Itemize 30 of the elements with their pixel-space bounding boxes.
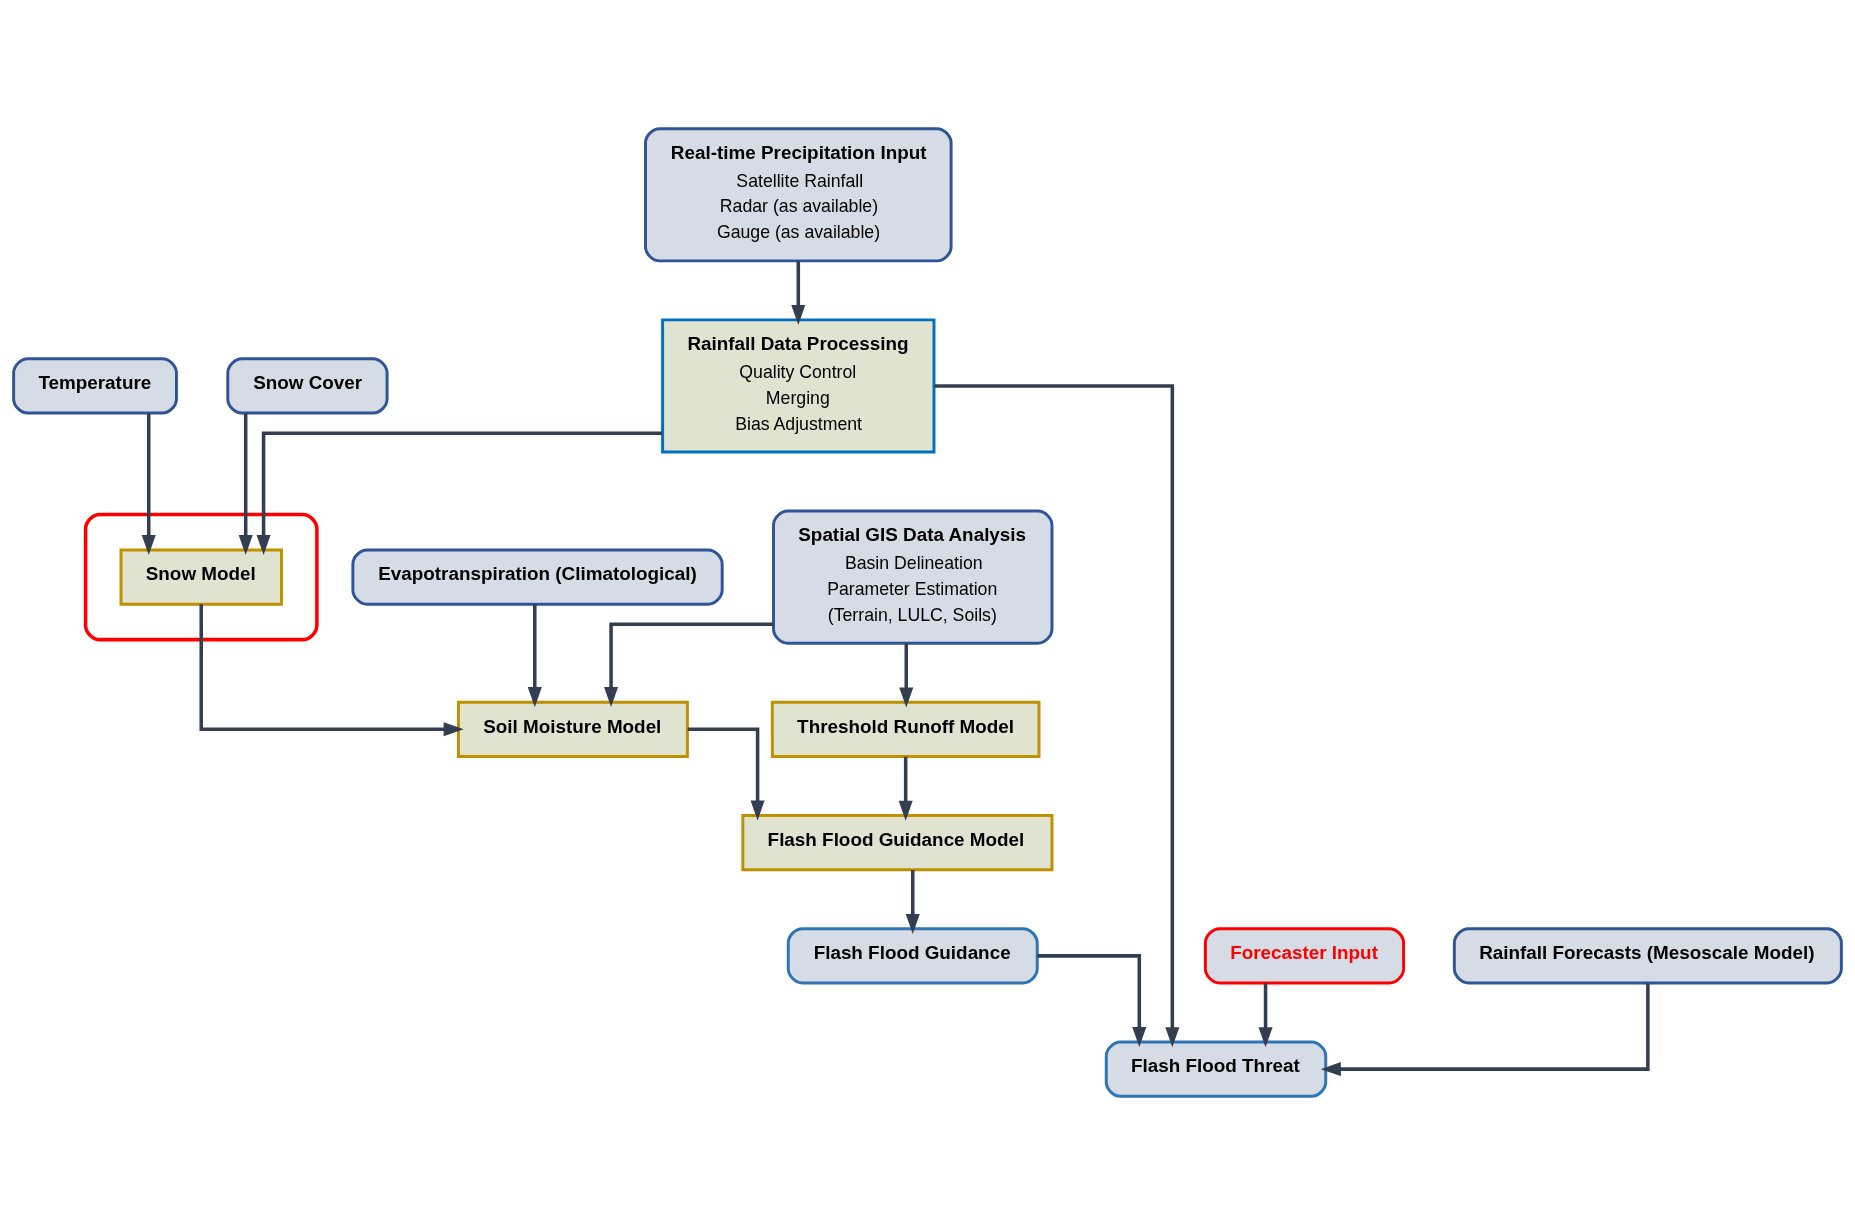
node-box: Forecaster Input: [1203, 927, 1406, 985]
node-box: Flash Flood Guidance: [786, 927, 1039, 985]
node-box: Spatial GIS Data Analysis Basin Delineation Parameter Estimation (Terrain, LULC, Soils): [772, 509, 1054, 645]
node-box: Snow Model: [119, 548, 283, 606]
arrow: [256, 431, 663, 556]
arrow: [905, 870, 920, 935]
arrow: [238, 413, 253, 556]
arrow: [1320, 983, 1650, 1077]
arrow: [687, 727, 765, 821]
cluster: [83, 512, 319, 642]
node-box: Threshold Runoff Model: [770, 700, 1041, 758]
arrow: [1258, 983, 1273, 1048]
arrow: [934, 384, 1180, 1048]
arrow: [791, 261, 806, 326]
node-box: Real-time Precipitation Input Satellite Rainfall Radar (as available) Gauge (as available): [644, 127, 953, 263]
arrow: [898, 756, 913, 821]
node-box: Rainfall Data Processing Quality Control Merging Bias Adjustment: [661, 318, 936, 454]
node-box: Soil Moisture Model: [457, 700, 689, 758]
node-box: Rainfall Forecasts (Mesoscale Model): [1452, 927, 1843, 985]
arrow: [604, 622, 774, 708]
node-box: Flash Flood Guidance Model: [741, 813, 1054, 872]
arrow: [899, 643, 914, 708]
node-box: Flash Flood Threat: [1104, 1040, 1328, 1098]
node-box: Snow Cover: [226, 357, 389, 415]
arrow: [141, 413, 156, 556]
arrow: [527, 604, 542, 708]
node-box: Temperature: [12, 357, 178, 415]
arrow: [1037, 954, 1147, 1048]
arrow: [199, 604, 464, 737]
node-box: Evapotranspiration (Climatological): [351, 548, 724, 606]
